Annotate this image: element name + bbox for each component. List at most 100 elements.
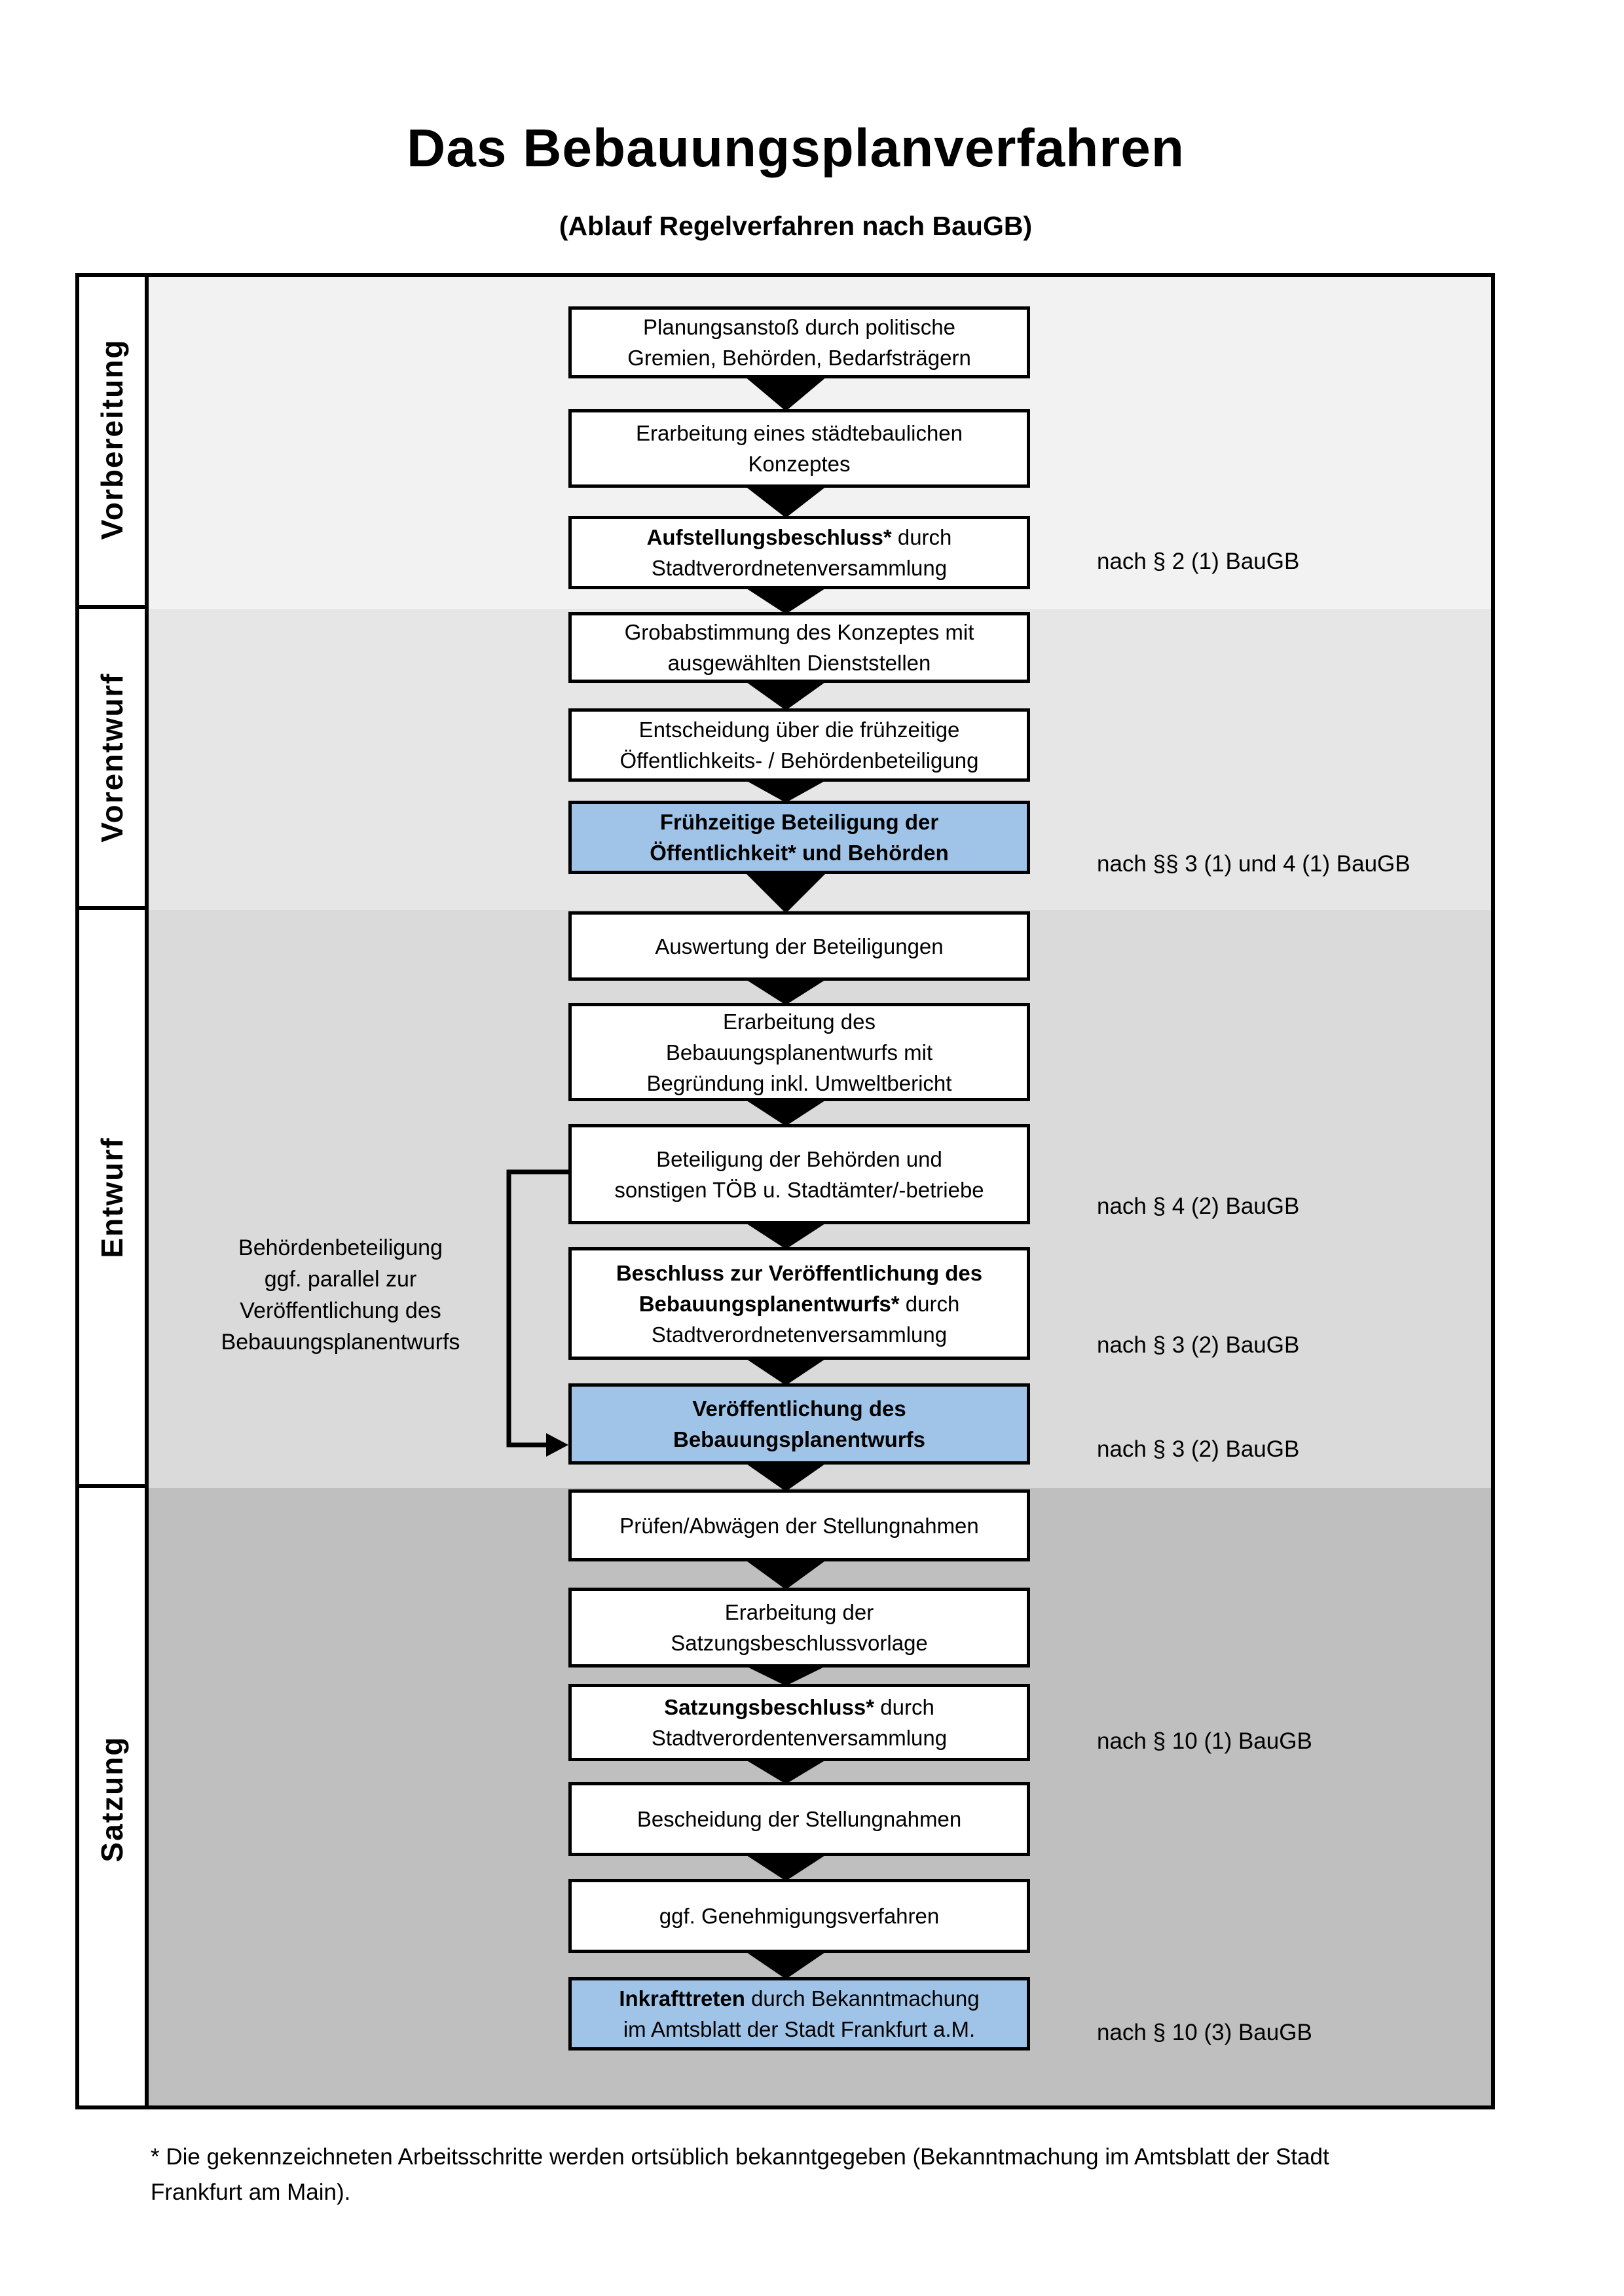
flow-step-text-line: Stadtverordnetenversammlung [652, 553, 947, 583]
flow-step-text-segment: Stadtverordnetenversammlung [651, 556, 948, 580]
flow-step-text-segment: Bescheidung der Stellungnahmen [637, 1807, 962, 1831]
down-arrow-icon [745, 979, 827, 1005]
phase-label-cell-vorbereitung: Vorbereitung [79, 273, 149, 609]
down-arrow-icon [745, 1463, 827, 1491]
flow-step-text-line: Inkrafttreten durch Bekanntmachung [619, 1983, 979, 2014]
flow-step-text-line: im Amtsblatt der Stadt Frankfurt a.M. [623, 2014, 975, 2045]
parallel-note-line: Veröffentlichung des [240, 1298, 441, 1323]
flow-step-text-line: Begründung inkl. Umweltbericht [647, 1068, 952, 1099]
flow-step-text-segment: durch Bekanntmachung [745, 1986, 980, 2011]
down-arrow-icon [745, 376, 827, 411]
flow-step-text-segment: durch [899, 1291, 960, 1316]
parallel-note-line: ggf. parallel zur [264, 1267, 417, 1292]
flow-step-text-segment: Öffentlichkeits- / Behördenbeteiligung [619, 748, 979, 773]
footnote-line: * Die gekennzeichneten Arbeitsschritte w… [151, 2144, 1329, 2170]
flow-step-text-segment: Stadtverordentenversammlung [651, 1726, 948, 1750]
down-arrow-icon [745, 587, 827, 614]
flow-step-text-line: ausgewählten Dienststellen [668, 647, 931, 678]
flow-step-text-segment: sonstigen TÖB u. Stadtämter/-betriebe [614, 1177, 984, 1202]
flow-step-text-line: Prüfen/Abwägen der Stellungnahmen [619, 1510, 979, 1541]
flow-step-text-segment: Beteiligung der Behörden und [656, 1146, 942, 1171]
flow-step-text-line: Bescheidung der Stellungnahmen [637, 1804, 961, 1834]
flow-step-text-segment: Prüfen/Abwägen der Stellungnahmen [619, 1513, 979, 1538]
flow-step-text-segment: Bebauungsplanentwurfs* [638, 1291, 900, 1316]
footnote-line: Frankfurt am Main). [151, 2179, 351, 2205]
flow-step-text-segment: ggf. Genehmigungsverfahren [659, 1904, 940, 1928]
flow-step-text-line: Aufstellungsbeschluss* durch [647, 522, 952, 553]
down-arrow-icon [745, 872, 827, 913]
down-arrow-icon [745, 1358, 827, 1385]
legal-reference: nach § 10 (1) BauGB [1097, 1728, 1312, 1754]
flow-step-text-line: Öffentlichkeits- / Behördenbeteiligung [620, 745, 979, 776]
flow-step-box-bescheidung-stellungnahmen: Bescheidung der Stellungnahmen [568, 1782, 1030, 1856]
phase-label: Satzung [95, 1736, 129, 1862]
flow-step-text-segment: Frühzeitige Beteiligung der [659, 810, 939, 834]
flow-step-text-line: Bebauungsplanentwurfs mit [666, 1037, 932, 1068]
legal-reference: nach § 4 (2) BauGB [1097, 1194, 1300, 1219]
flow-step-box-beteiligung-behoerden: Beteiligung der Behörden und sonstigen TÖ… [568, 1124, 1030, 1224]
page-subtitle: (Ablauf Regelverfahren nach BauGB) [559, 211, 1033, 241]
flow-step-text-line: ggf. Genehmigungsverfahren [659, 1901, 939, 1931]
flow-step-text-line: Gremien, Behörden, Bedarfsträgern [627, 342, 971, 373]
legal-reference: nach § 3 (2) BauGB [1097, 1332, 1300, 1358]
flow-step-text-line: Satzungsbeschlussvorlage [671, 1628, 928, 1658]
flow-step-text-line: Bebauungsplanentwurfs [673, 1424, 925, 1455]
flow-step-text-line: Stadtverordentenversammlung [652, 1722, 947, 1753]
down-arrow-icon [745, 1666, 827, 1686]
phase-label-cell-entwurf: Entwurf [79, 910, 149, 1488]
flow-step-text-segment: Entscheidung über die frühzeitige [638, 718, 960, 742]
flow-step-text-segment: Stadtverordnetenversammlung [651, 1322, 948, 1347]
legal-reference: nach §§ 3 (1) und 4 (1) BauGB [1097, 851, 1411, 877]
flow-step-box-pruefen-abwaegen: Prüfen/Abwägen der Stellungnahmen [568, 1489, 1030, 1561]
down-arrow-icon [745, 486, 827, 518]
flow-step-text-segment: Begründung inkl. Umweltbericht [646, 1070, 952, 1095]
flow-step-box-auswertung-beteiligungen: Auswertung der Beteiligungen [568, 911, 1030, 981]
flow-step-text-segment: durch [874, 1695, 934, 1719]
flow-step-text-segment: im Amtsblatt der Stadt Frankfurt a.M. [623, 2017, 976, 2041]
flow-step-text-line: Veröffentlichung des [692, 1393, 906, 1424]
flow-step-text-segment: Erarbeitung des [723, 1009, 876, 1034]
parallel-note: Behördenbeteiligung ggf. parallel zur Ve… [164, 1232, 517, 1358]
flow-step-text-segment: Auswertung der Beteiligungen [655, 934, 944, 958]
flow-step-text-segment: Beschluss zur Veröffentlichung des [616, 1260, 983, 1285]
parallel-note-line: Behördenbeteiligung [238, 1235, 443, 1260]
flow-step-box-genehmigungsverfahren: ggf. Genehmigungsverfahren [568, 1879, 1030, 1953]
flow-step-text-segment: Veröffentlichung des [692, 1396, 906, 1421]
parallel-connector-arrow [506, 1169, 568, 1457]
legal-reference: nach § 2 (1) BauGB [1097, 549, 1300, 574]
flow-step-text-segment: Bebauungsplanentwurfs [673, 1427, 926, 1451]
legal-reference: nach § 3 (2) BauGB [1097, 1436, 1300, 1462]
phase-label-cell-vorentwurf: Vorentwurf [79, 609, 149, 910]
flow-step-text-segment: Satzungsbeschlussvorlage [671, 1631, 928, 1655]
parallel-note-line: Bebauungsplanentwurfs [221, 1330, 460, 1355]
flow-step-text-line: Frühzeitige Beteiligung der [660, 807, 938, 837]
flow-step-text-line: Konzeptes [748, 448, 851, 479]
down-arrow-icon [745, 1559, 827, 1590]
down-arrow-icon [745, 1951, 827, 1979]
footnote: * Die gekennzeichneten Arbeitsschritte w… [151, 2140, 1513, 2210]
legal-reference: nach § 10 (3) BauGB [1097, 2020, 1312, 2045]
flow-step-text-line: Erarbeitung eines städtebaulichen [636, 418, 963, 448]
down-arrow-icon [745, 1759, 827, 1784]
flow-step-text-line: Planungsanstoß durch politische [643, 312, 955, 342]
down-arrow-icon [745, 1099, 827, 1126]
down-arrow-icon [745, 1222, 827, 1249]
down-arrow-icon [745, 681, 827, 710]
flow-step-text-segment: Aufstellungsbeschluss* [646, 525, 892, 549]
phase-label-cell-satzung: Satzung [79, 1488, 149, 2109]
down-arrow-icon [745, 1854, 827, 1881]
flow-step-text-line: Erarbeitung der [725, 1597, 874, 1628]
flow-step-text-segment: Bebauungsplanentwurfs mit [665, 1040, 933, 1065]
flow-step-text-line: Entscheidung über die frühzeitige [639, 714, 960, 745]
down-arrow-icon [745, 780, 827, 803]
flow-step-text-line: Beschluss zur Veröffentlichung des [616, 1258, 982, 1288]
